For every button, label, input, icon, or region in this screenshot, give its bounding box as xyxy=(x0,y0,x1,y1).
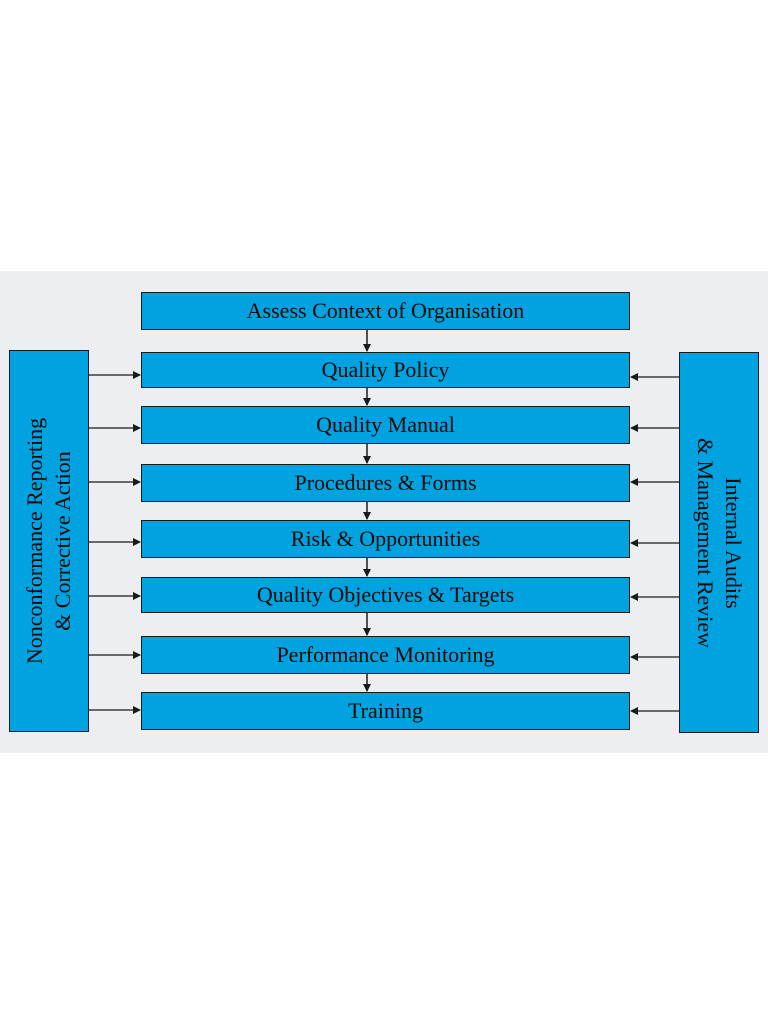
internal-audits-label-line2: & Management Review xyxy=(693,437,718,648)
nonconformance-label: Nonconformance Reporting & Corrective Ac… xyxy=(21,418,77,664)
step-risk-opportunities: Risk & Opportunities xyxy=(141,520,630,558)
step-quality-manual: Quality Manual xyxy=(141,406,630,444)
step-training: Training xyxy=(141,692,630,730)
step-procedures-forms: Procedures & Forms xyxy=(141,464,630,502)
step-quality-policy: Quality Policy xyxy=(141,352,630,388)
nonconformance-label-line2: & Corrective Action xyxy=(50,451,75,631)
nonconformance-label-line1: Nonconformance Reporting xyxy=(22,417,47,665)
internal-audits-box: Internal Audits & Management Review xyxy=(679,352,759,733)
diagram-panel xyxy=(0,271,768,753)
internal-audits-label-line1: Internal Audits xyxy=(721,476,746,609)
internal-audits-label: Internal Audits & Management Review xyxy=(691,437,747,647)
nonconformance-reporting-box: Nonconformance Reporting & Corrective Ac… xyxy=(9,350,89,732)
step-assess-context: Assess Context of Organisation xyxy=(141,292,630,330)
step-performance-monitoring: Performance Monitoring xyxy=(141,636,630,674)
step-quality-objectives: Quality Objectives & Targets xyxy=(141,577,630,613)
